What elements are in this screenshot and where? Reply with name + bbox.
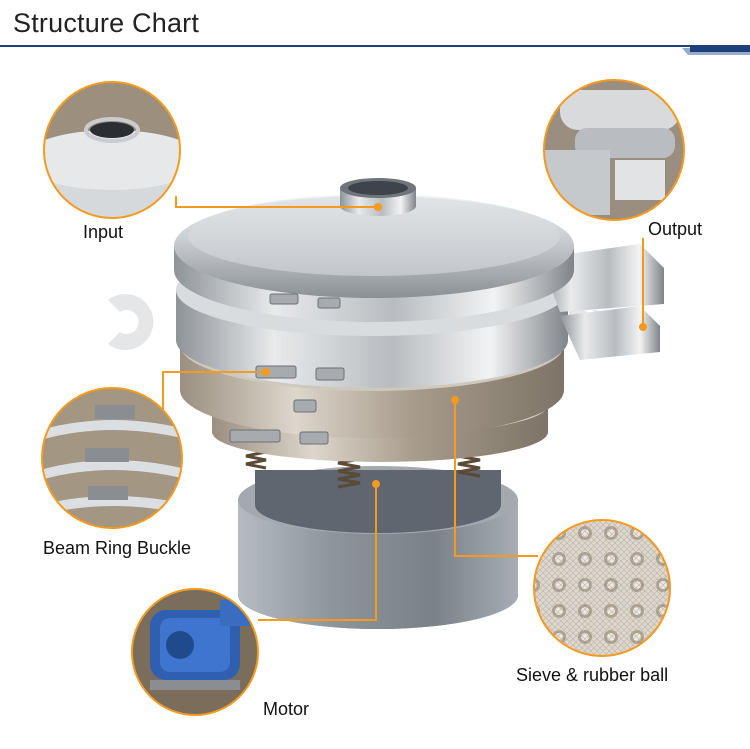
clamps — [229, 293, 345, 445]
output-detail-photo — [543, 79, 685, 221]
beam-ring-buckle-label: Beam Ring Buckle — [43, 538, 192, 558]
watermark-logo — [108, 294, 154, 350]
sieve-line — [454, 400, 538, 557]
sieve-rubber-ball-label: Sieve & rubber ball — [516, 665, 669, 685]
buckle-detail-photo — [41, 387, 183, 529]
header-rule — [0, 45, 750, 55]
input-dot — [374, 203, 382, 211]
motor-line — [258, 484, 377, 621]
motor-label: Motor — [263, 699, 310, 719]
page-title: Structure Chart — [13, 8, 200, 38]
input-line — [175, 196, 378, 208]
callout-dots — [262, 203, 647, 488]
buckle-line — [162, 371, 266, 410]
motor-dot — [372, 480, 380, 488]
output-label: Output — [648, 219, 703, 239]
sieve-detail-photo — [533, 519, 671, 657]
sieve-dot — [451, 396, 459, 404]
motor-detail-photo — [131, 588, 259, 716]
machine-base — [238, 466, 518, 629]
machine-lid — [174, 178, 574, 322]
callout-lines — [162, 196, 644, 621]
input-detail-photo — [43, 81, 181, 219]
buckle-dot — [262, 368, 270, 376]
input-label: Input — [83, 222, 124, 242]
output-dot — [639, 323, 647, 331]
